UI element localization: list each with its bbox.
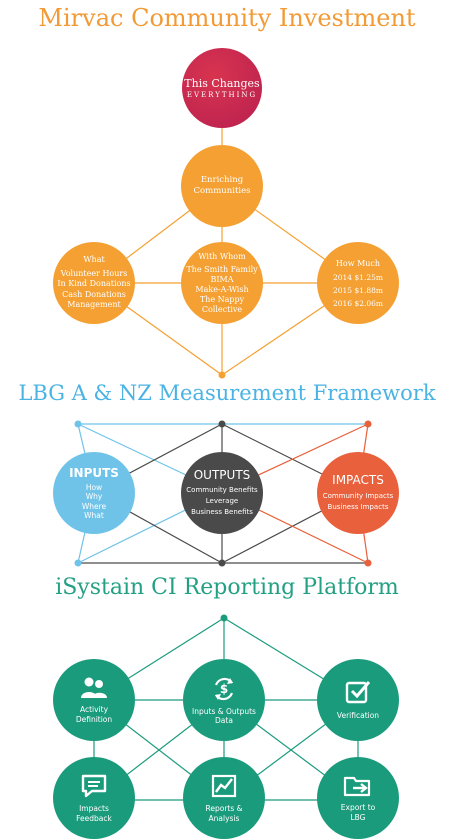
inputs-outputs-data-node: $ Inputs & Outputs Data [183, 659, 265, 741]
node-item: 2016 $2.06m [332, 298, 384, 308]
junction-dot [364, 420, 372, 428]
junction-dot [218, 420, 226, 428]
node-heading: OUTPUTS [193, 468, 251, 482]
activity-definition-node: Activity Definition [53, 659, 135, 741]
how-much-node: How Much 2014 $1.25m 2015 $1.88m 2016 $2… [317, 242, 399, 324]
node-item: Community Benefits [186, 486, 258, 494]
export-to-lbg-node: Export to LBG [317, 757, 399, 839]
checkbox-icon [345, 681, 371, 704]
node-label-line: Impacts [79, 804, 109, 813]
node-item: In Kind Donations [57, 279, 131, 289]
node-item: Make-A-Wish [195, 284, 249, 294]
node-heading: With Whom [198, 251, 246, 261]
node-item: Why [85, 492, 103, 501]
node-label-line: LBG [350, 812, 366, 822]
node-item: Business Benefits [191, 508, 253, 516]
node-item: The Nappy [199, 294, 245, 304]
node-heading: What [83, 255, 105, 265]
logo-line2: EVERYTHING [186, 90, 258, 99]
junction-dot [220, 614, 228, 622]
what-node: What Volunteer Hours In Kind Donations C… [53, 242, 135, 324]
node-label-line: Data [215, 716, 233, 725]
node-label-line: Reports & [205, 804, 243, 813]
junction-dot [364, 559, 372, 567]
node-item: How [85, 482, 103, 492]
junction-dot [218, 371, 226, 379]
node-label-line: Communities [193, 186, 251, 196]
section-title-isystain: iSystain CI Reporting Platform [55, 575, 399, 600]
node-label-line: Verification [336, 711, 380, 721]
inputs-node: INPUTS How Why Where What [53, 452, 135, 534]
junction-dot [74, 559, 82, 567]
node-item: BIMA [210, 274, 234, 284]
verification-node: Verification [317, 659, 399, 741]
impacts-node: IMPACTS Community Impacts Business Impac… [317, 452, 399, 534]
folder-export-icon [343, 776, 371, 797]
node-item: Business Impacts [327, 503, 389, 511]
node-label-line: Definition [75, 714, 113, 724]
node-item: Where [81, 501, 107, 511]
this-changes-everything-logo: This Changes EVERYTHING [182, 48, 262, 128]
section-title-mirvac: Mirvac Community Investment [38, 4, 416, 32]
node-item: Cash Donations [62, 289, 126, 299]
junction-dot [218, 559, 226, 567]
section-title-lbg: LBG A & NZ Measurement Framework [18, 381, 436, 405]
node-heading: How Much [335, 258, 381, 268]
node-item: The Smith Family [186, 264, 258, 274]
chart-icon [211, 774, 237, 798]
node-label-line: Export to [340, 803, 376, 812]
node-item: What [84, 511, 104, 520]
node-item: Volunteer Hours [60, 268, 128, 278]
logo-line1: This Changes [184, 76, 260, 90]
with-whom-node: With Whom The Smith Family BIMA Make-A-W… [181, 242, 263, 324]
node-heading: IMPACTS [332, 473, 384, 487]
node-item: Community Impacts [322, 492, 394, 500]
node-heading: INPUTS [69, 465, 119, 480]
impacts-feedback-node: Impacts Feedback [53, 757, 135, 839]
enriching-communities-node: Enriching Communities [181, 145, 263, 227]
node-label-line: Inputs & Outputs [192, 706, 256, 716]
node-label-line: Analysis [208, 813, 240, 823]
junction-dot [74, 420, 82, 428]
outputs-node: OUTPUTS Community Benefits Leverage Busi… [181, 452, 263, 534]
node-label-line: Activity [79, 705, 109, 714]
node-item: 2014 $1.25m [332, 272, 384, 282]
node-label-line: Enriching [200, 175, 244, 185]
node-label-line: Feedback [76, 813, 112, 823]
node-item: Management [67, 300, 121, 310]
svg-text:$: $ [220, 682, 228, 696]
dollar-cycle-icon: $ [214, 677, 234, 700]
node-item: Leverage [205, 497, 239, 505]
speech-bubble-icon [81, 774, 107, 798]
node-item: 2015 $1.88m [332, 285, 384, 295]
people-icon [81, 677, 107, 698]
node-item: Collective [201, 304, 243, 314]
reports-analysis-node: Reports & Analysis [183, 757, 265, 839]
